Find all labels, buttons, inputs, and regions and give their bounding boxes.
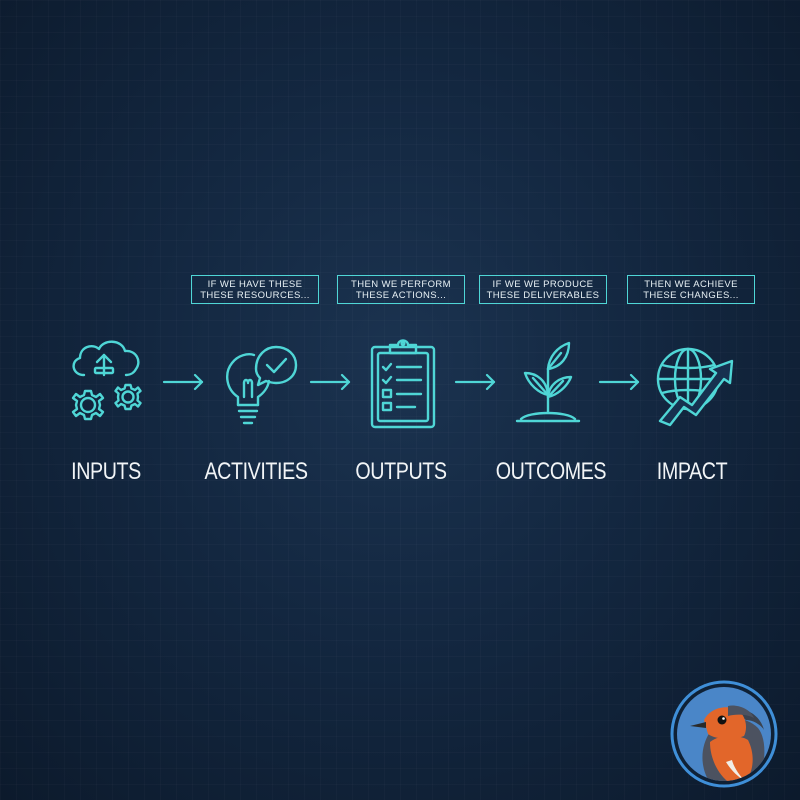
stage-label-activities: ACTIVITIES: [204, 458, 308, 485]
caption-outcomes-line2: THESE DELIVERABLES: [486, 289, 600, 301]
flow-arrow-1: [162, 372, 206, 392]
sprout-icon: [503, 335, 593, 431]
lightbulb-check-icon: [214, 335, 304, 431]
stage-label-outcomes: OUTCOMES: [495, 458, 607, 485]
stage-label-outputs: OUTPUTS: [355, 458, 447, 485]
stage-label-inputs: INPUTS: [71, 458, 141, 485]
caption-outputs-line1: THEN WE PERFORM: [351, 278, 451, 290]
caption-impact-line1: THEN WE ACHIEVE: [644, 278, 738, 290]
caption-impact-line2: THESE CHANGES...: [643, 289, 739, 301]
caption-outcomes-line1: IF WE WE PRODUCE: [492, 278, 594, 290]
cloud-upload-gears-icon: [62, 335, 152, 431]
stage-label-impact: IMPACT: [656, 458, 728, 485]
flow-arrow-3: [454, 372, 498, 392]
globe-growth-arrow-icon: [650, 335, 740, 431]
caption-outputs-line2: THESE ACTIONS...: [355, 289, 447, 301]
flow-arrow-4: [598, 372, 642, 392]
caption-activities-line2: THESE RESOURCES...: [200, 289, 310, 301]
flow-arrow-2: [309, 372, 353, 392]
clipboard-checklist-icon: [357, 335, 447, 431]
robin-bird-logo: [670, 680, 778, 788]
caption-activities-line1: IF WE HAVE THESE: [207, 278, 303, 290]
